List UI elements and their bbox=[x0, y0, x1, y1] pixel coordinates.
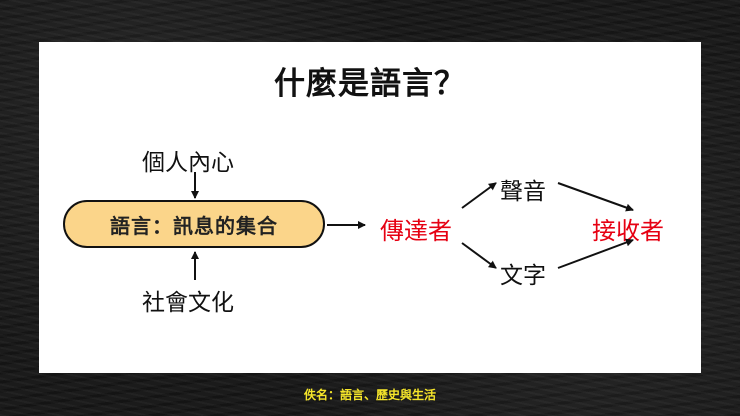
arrow-sender-text bbox=[461, 242, 497, 269]
slide-title: 什麼是語言？ bbox=[274, 66, 466, 102]
arrow-text-receiver bbox=[557, 238, 634, 269]
slide-panel: 什麼是語言？ 個人內心 語言：訊息的集合 社會文化 傳達者 聲音 文字 接收者 bbox=[39, 42, 701, 373]
footer-caption: 佚名：語言、歷史與生活 bbox=[303, 388, 436, 402]
channel-sound-label: 聲音 bbox=[500, 179, 546, 205]
arrow-sender-sound bbox=[461, 182, 497, 209]
center-node: 語言：訊息的集合 bbox=[63, 200, 325, 248]
flow-arrows bbox=[191, 172, 634, 280]
bottom-input-label: 社會文化 bbox=[142, 290, 234, 316]
top-input-label: 個人內心 bbox=[142, 150, 234, 176]
arrow-sound-receiver bbox=[557, 182, 634, 212]
channel-text-label: 文字 bbox=[500, 263, 546, 289]
sender-label: 傳達者 bbox=[380, 217, 452, 245]
